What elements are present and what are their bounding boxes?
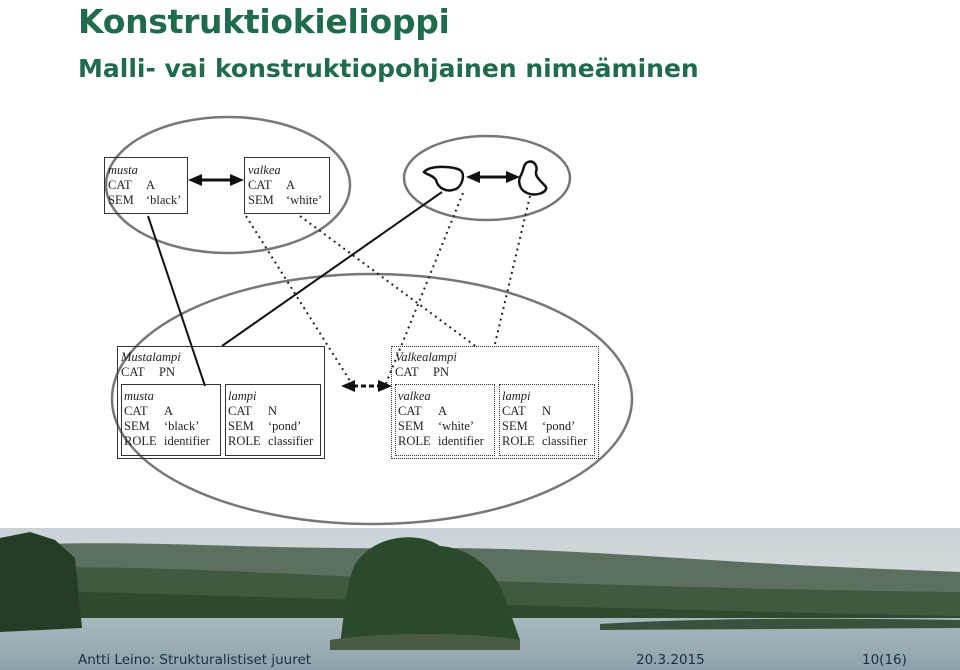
pond-shape-right-icon (518, 160, 548, 196)
avm-value: A (286, 178, 296, 192)
avm-row: CAT PN (121, 365, 324, 380)
avm-attr: SEM (398, 419, 424, 433)
avm-part-head: valkea (398, 389, 431, 403)
avm-attr: CAT (124, 404, 148, 418)
avm-value: ‘white’ (438, 419, 475, 433)
avm-valkealampi-head: Valkealampi (395, 350, 457, 364)
avm-row: ROLE classifier (228, 434, 320, 449)
avm-value: classifier (268, 434, 314, 448)
avm-row: SEM ‘black’ (108, 193, 187, 208)
valkea-to-valkealampi-dotted-line (299, 215, 479, 349)
avm-attr: CAT (248, 178, 272, 192)
top-right-double-arrow (466, 171, 520, 183)
avm-value: ‘pond’ (542, 419, 576, 433)
avm-value: classifier (542, 434, 588, 448)
avm-value: ‘black’ (164, 419, 200, 433)
avm-value: identifier (438, 434, 484, 448)
slide-footer: Antti Leino: Strukturalistiset juuret 20… (0, 650, 960, 670)
avm-mustalampi-part-musta: musta CAT A SEM ‘black’ ROLE identifier (121, 384, 221, 456)
avm-attr: ROLE (398, 434, 431, 448)
avm-value: A (438, 404, 448, 418)
construction-diagram (104, 115, 634, 526)
avm-value: A (146, 178, 156, 192)
avm-value: N (268, 404, 278, 418)
avm-valkealampi-part-lampi: lampi CAT N SEM ‘pond’ ROLE classifier (499, 384, 595, 456)
avm-value: ‘black’ (146, 193, 182, 207)
top-right-ellipse (402, 134, 572, 222)
avm-attr: SEM (124, 419, 150, 433)
avm-row: SEM ‘white’ (248, 193, 329, 208)
avm-attr: ROLE (124, 434, 157, 448)
avm-row: CAT A (108, 178, 187, 193)
avm-row: SEM ‘pond’ (228, 419, 320, 434)
musta-link-line (147, 215, 206, 387)
footer-date: 20.3.2015 (636, 652, 705, 668)
avm-attr: CAT (502, 404, 526, 418)
avm-value: PN (159, 365, 175, 379)
avm-row: CAT PN (395, 365, 598, 380)
avm-value: identifier (164, 434, 210, 448)
bottom-ellipse (110, 272, 634, 526)
footer-author: Antti Leino: Strukturalistiset juuret (78, 652, 312, 668)
slide-subtitle: Malli- vai konstruktiopohjainen nimeämin… (78, 54, 699, 83)
avm-value: ‘white’ (286, 193, 323, 207)
footer-page-number: 10(16) (862, 652, 907, 668)
pond-shape-right-dotted-line (493, 195, 531, 349)
avm-attr: SEM (248, 193, 274, 207)
avm-mustalampi: Mustalampi CAT PN (117, 346, 325, 459)
top-left-double-arrow (188, 174, 244, 186)
avm-row: ROLE identifier (398, 434, 494, 449)
avm-row: CAT A (124, 404, 220, 419)
avm-part-head: lampi (228, 389, 257, 403)
avm-attr: ROLE (502, 434, 535, 448)
avm-row: CAT A (248, 178, 329, 193)
avm-row: CAT N (228, 404, 320, 419)
avm-part-head: musta (124, 389, 154, 403)
avm-row: SEM ‘white’ (398, 419, 494, 434)
avm-attr: CAT (398, 404, 422, 418)
pond-shape-left-icon (422, 165, 465, 192)
avm-value: A (164, 404, 174, 418)
avm-row: ROLE classifier (502, 434, 594, 449)
avm-row: SEM ‘pond’ (502, 419, 594, 434)
avm-mustalampi-part-lampi: lampi CAT N SEM ‘pond’ ROLE classifier (225, 384, 321, 456)
avm-row: ROLE identifier (124, 434, 220, 449)
avm-attr: CAT (228, 404, 252, 418)
avm-mustalampi-head: Mustalampi (121, 350, 181, 364)
middle-dotted-double-arrow (341, 380, 392, 392)
avm-valkealampi-part-valkea: valkea CAT A SEM ‘white’ ROLE identifier (395, 384, 495, 456)
avm-attr: SEM (228, 419, 254, 433)
avm-valkea: valkea CAT A SEM ‘white’ (244, 157, 330, 214)
avm-attr: SEM (108, 193, 134, 207)
avm-row: CAT N (502, 404, 594, 419)
avm-value: PN (433, 365, 449, 379)
avm-value: N (542, 404, 552, 418)
avm-attr: ROLE (228, 434, 261, 448)
slide-title: Konstruktiokielioppi (78, 2, 450, 41)
avm-musta-head: musta (108, 163, 138, 177)
avm-attr: CAT (108, 178, 132, 192)
avm-row: CAT A (398, 404, 494, 419)
avm-valkealampi: Valkealampi CAT PN (391, 346, 599, 459)
avm-attr: CAT (395, 365, 419, 379)
top-left-ellipse (104, 115, 352, 255)
avm-attr: CAT (121, 365, 145, 379)
avm-value: ‘pond’ (268, 419, 302, 433)
avm-valkea-head: valkea (248, 163, 281, 177)
avm-row: SEM ‘black’ (124, 419, 220, 434)
avm-attr: SEM (502, 419, 528, 433)
pond-shape-link-line (221, 191, 443, 347)
avm-part-head: lampi (502, 389, 531, 403)
lake-landscape-photo (0, 528, 960, 670)
avm-musta: musta CAT A SEM ‘black’ (104, 157, 188, 214)
